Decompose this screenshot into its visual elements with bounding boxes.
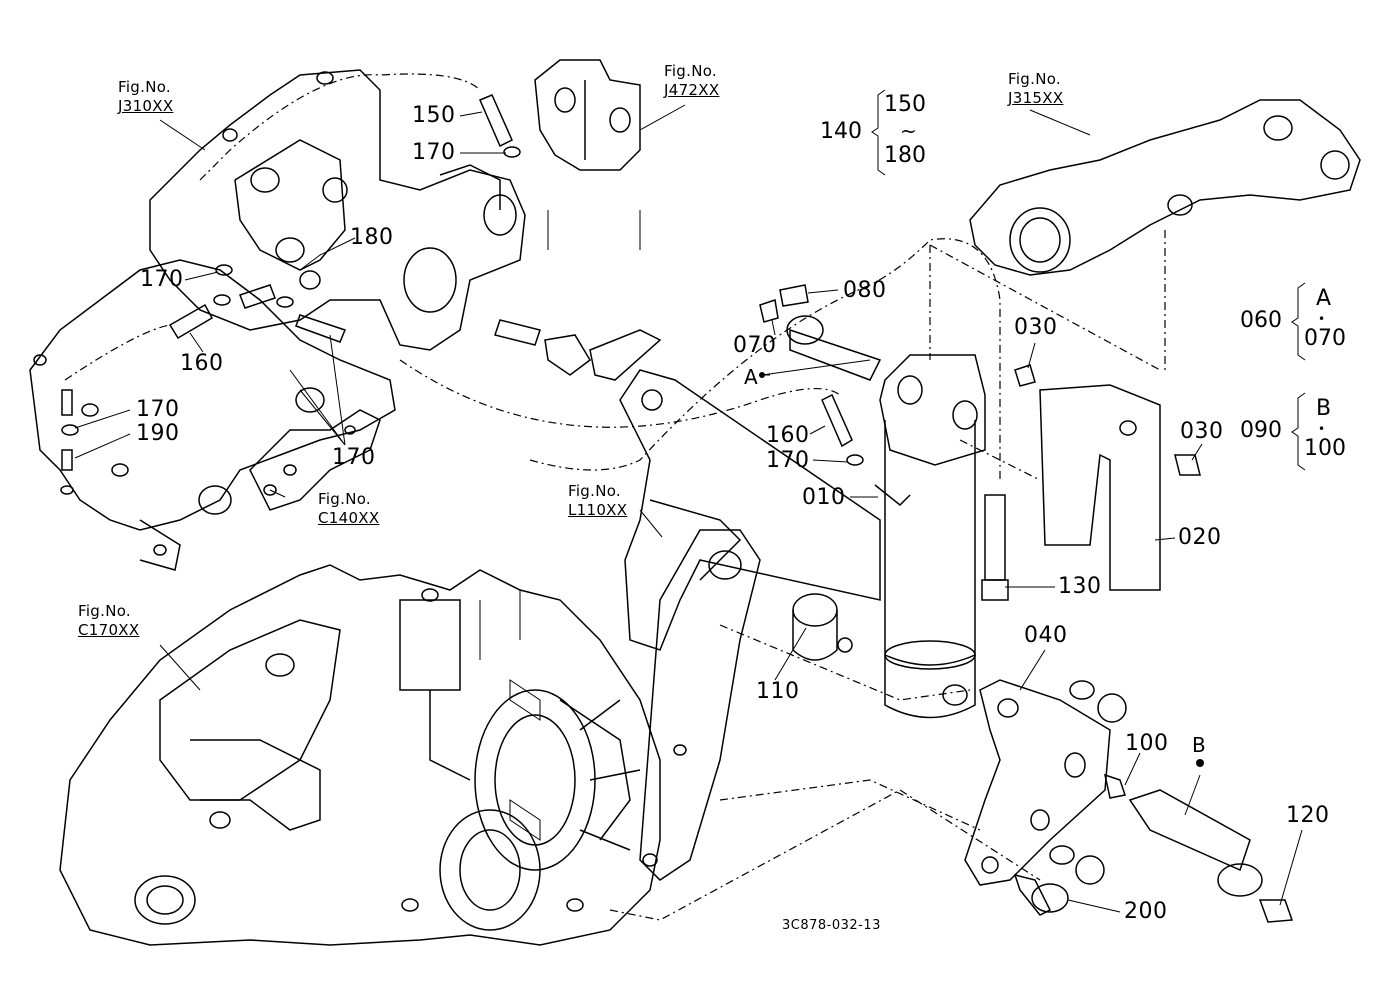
- part-label: 170: [136, 397, 180, 422]
- part-label: 130: [1058, 574, 1102, 599]
- group-range-sep: •: [1318, 422, 1326, 436]
- group-label-090: 090: [1240, 418, 1282, 443]
- figref-code: J315XX: [1008, 89, 1064, 107]
- bracket-j472: [534, 59, 641, 171]
- group-range-sep: •: [1318, 312, 1326, 326]
- figref-c140: Fig.No. C140XX: [318, 490, 379, 528]
- part-label: 020: [1178, 525, 1222, 550]
- hydraulic-block: [29, 69, 526, 571]
- lift-link-l110: [619, 369, 881, 881]
- part-label: 010: [802, 485, 846, 510]
- figref-prefix: Fig.No.: [1008, 70, 1061, 88]
- figref-code: J472XX: [664, 81, 720, 99]
- hydraulic-cylinder: [879, 354, 1161, 886]
- drawing-number: 3C878-032-13: [782, 918, 881, 933]
- group-label-060: 060: [1240, 308, 1282, 333]
- group-range-sep: ~: [900, 119, 917, 143]
- marker-dot-a: [759, 372, 765, 378]
- group-range-top: A: [1316, 286, 1332, 311]
- part-label: 160: [766, 423, 810, 448]
- small-parts: [60, 94, 1294, 923]
- figref-prefix: Fig.No.: [318, 490, 371, 508]
- figref-j472: Fig.No. J472XX: [664, 62, 719, 100]
- group-range-top: B: [1316, 396, 1332, 421]
- part-label: 070: [733, 333, 777, 358]
- leader-lines: [74, 104, 1303, 913]
- figref-c170: Fig.No. C170XX: [78, 602, 139, 640]
- figref-code: C140XX: [318, 509, 380, 527]
- transmission-case: [59, 564, 687, 946]
- figref-prefix: Fig.No.: [568, 482, 621, 500]
- marker-b: B: [1192, 733, 1206, 757]
- part-label: 170: [766, 448, 810, 473]
- figref-code: J310XX: [118, 97, 174, 115]
- group-range-bottom: 070: [1304, 326, 1346, 351]
- figref-prefix: Fig.No.: [118, 78, 171, 96]
- part-label: 170: [332, 445, 376, 470]
- figref-prefix: Fig.No.: [664, 62, 717, 80]
- part-label: 170: [412, 140, 456, 165]
- part-label: 030: [1014, 315, 1058, 340]
- figref-j315: Fig.No. J315XX: [1008, 70, 1063, 108]
- group-braces: [871, 89, 1306, 471]
- part-label: 120: [1286, 803, 1330, 828]
- figref-code: C170XX: [78, 621, 140, 639]
- part-label: 180: [350, 225, 394, 250]
- group-range-top: 150: [884, 92, 926, 117]
- part-label: 110: [756, 679, 800, 704]
- group-label-140: 140: [820, 119, 862, 144]
- lift-arm-j315: [969, 99, 1361, 276]
- marker-a: A: [744, 365, 758, 389]
- figref-l110: Fig.No. L110XX: [568, 482, 627, 520]
- part-label: 190: [136, 421, 180, 446]
- group-range-bottom: 180: [884, 143, 926, 168]
- figref-prefix: Fig.No.: [78, 602, 131, 620]
- figref-code: L110XX: [568, 501, 628, 519]
- part-label: 160: [180, 351, 224, 376]
- part-label: 100: [1125, 731, 1169, 756]
- part-label: 030: [1180, 419, 1224, 444]
- assembly-lines: [64, 73, 1166, 921]
- marker-dot-b: [1196, 759, 1204, 767]
- group-range-bottom: 100: [1304, 436, 1346, 461]
- figref-j310: Fig.No. J310XX: [118, 78, 173, 116]
- part-label: 150: [412, 103, 456, 128]
- part-label: 080: [843, 278, 887, 303]
- part-label: 170: [140, 267, 184, 292]
- part-label: 200: [1124, 899, 1168, 924]
- part-label: 040: [1024, 623, 1068, 648]
